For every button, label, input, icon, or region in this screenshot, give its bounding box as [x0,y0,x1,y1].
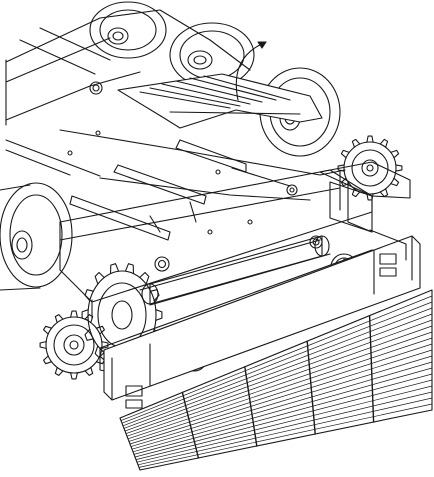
sprocket-tooth [84,314,94,324]
sprocket-tooth [395,164,403,172]
sprocket-tooth [94,345,105,359]
sprocket-tooth [109,263,120,274]
sprocket-tooth [39,341,47,349]
grille-slat [137,397,433,466]
grille-slat [124,319,433,432]
grille-slat [121,301,433,424]
sprocket-tooth [337,164,345,172]
sprocket-tooth [54,366,64,376]
sprocket-tooth [94,271,105,285]
sprocket-tooth [379,188,389,198]
grille-divider [181,391,200,459]
road-wheel-upper-left [89,1,167,59]
drive-sprocket-right [337,135,403,201]
grille-slat [135,385,433,460]
sprocket-tooth [124,263,135,274]
grille-slat [132,367,433,453]
drive-sprocket-left [39,310,109,380]
rear-grille-plate [119,289,433,471]
grille-slat [122,307,433,427]
sprocket-tooth [379,138,389,148]
tow-rods [69,139,291,241]
rear-bumper-bar [103,235,421,409]
sprocket-tooth [155,309,163,321]
right-lower-hull [347,181,407,261]
sprocket-tooth [340,177,350,187]
exhaust-pipe [141,235,330,305]
sprocket-tooth [390,177,400,187]
sprocket-tooth [390,149,400,159]
grille-slat [136,391,433,463]
sprocket-tooth [84,289,94,302]
sprocket-tooth [70,310,78,318]
grille-slat [126,331,433,437]
grille-slat [125,325,433,434]
sprocket-tooth [84,366,94,376]
grille-divider [368,314,375,423]
grille-divider [306,340,316,435]
grille-slat [130,355,433,447]
sprocket-tooth [43,325,53,335]
grille-divider [244,366,258,447]
sprocket-tooth [150,289,160,302]
sprocket-tooth [95,355,105,365]
sprocket-tooth [351,138,361,148]
sprocket-tooth [366,135,374,143]
sprocket-tooth [43,355,53,365]
sprocket-tooth [81,309,89,321]
sprocket-tooth [139,271,150,285]
grille-slat [129,349,433,445]
grille-slat [127,337,433,440]
grille-slat [120,295,433,421]
sprocket-tooth [351,188,361,198]
grille-slat [123,313,433,429]
sprocket-tooth [340,149,350,159]
grille-slat [128,343,433,442]
sprocket-tooth [84,328,94,341]
grille-slat [134,379,433,458]
road-wheel-left [0,182,73,291]
placement-arrow [235,41,267,101]
sprocket-tooth [54,314,64,324]
etched-grille-part [117,73,323,129]
deck-bolt [89,81,103,95]
grille-slat [131,361,433,450]
grille-slat [138,403,433,468]
sprocket-tooth [366,193,374,201]
grille-slat [133,373,433,455]
sprocket-tooth [70,372,78,380]
